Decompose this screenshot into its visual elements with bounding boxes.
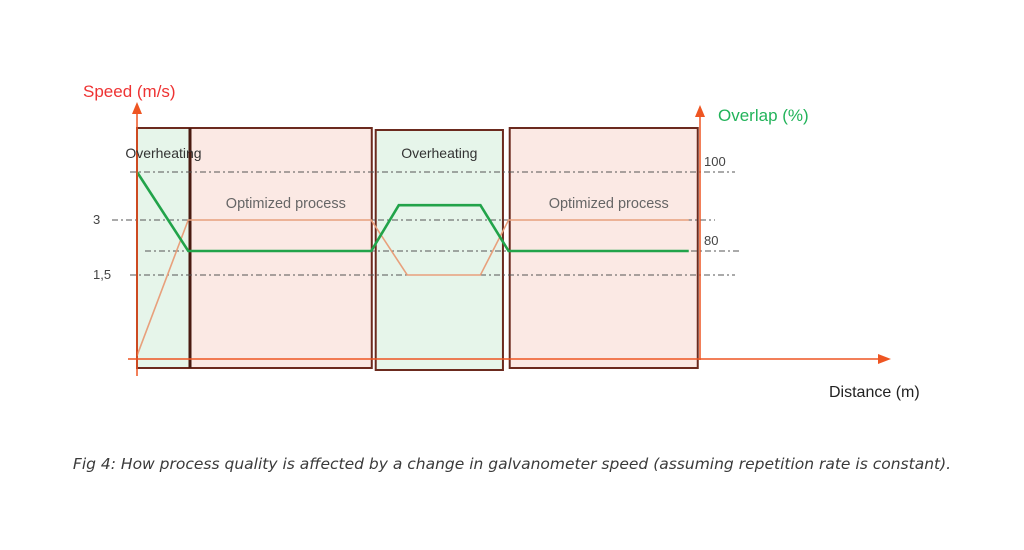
speed-axis-arrow-icon <box>132 102 142 114</box>
overlap-tick-label: 80 <box>704 233 718 248</box>
overlap-axis-arrow-icon <box>695 105 705 117</box>
distance-axis-arrow-icon <box>878 354 891 364</box>
overlap-tick-label: 100 <box>704 154 726 169</box>
speed-series-line <box>136 219 689 356</box>
region-optimized <box>508 127 699 369</box>
figure-caption: Fig 4: How process quality is affected b… <box>72 455 952 473</box>
speed-tick-label: 1,5 <box>93 267 111 282</box>
region-overheating <box>374 129 504 371</box>
speed-tick-label: 3 <box>93 212 100 227</box>
region-overheating <box>136 127 191 369</box>
region-optimized <box>188 127 373 369</box>
region-label: Optimized process <box>549 196 669 212</box>
region-label: Optimized process <box>226 196 346 212</box>
speed-axis-label: Speed (m/s) <box>83 82 176 101</box>
overlap-series-line <box>135 171 689 253</box>
distance-axis-label: Distance (m) <box>829 384 920 401</box>
region-label: Overheating <box>401 145 477 161</box>
overlap-axis-label: Overlap (%) <box>718 106 809 125</box>
region-label: Overheating <box>125 145 201 161</box>
